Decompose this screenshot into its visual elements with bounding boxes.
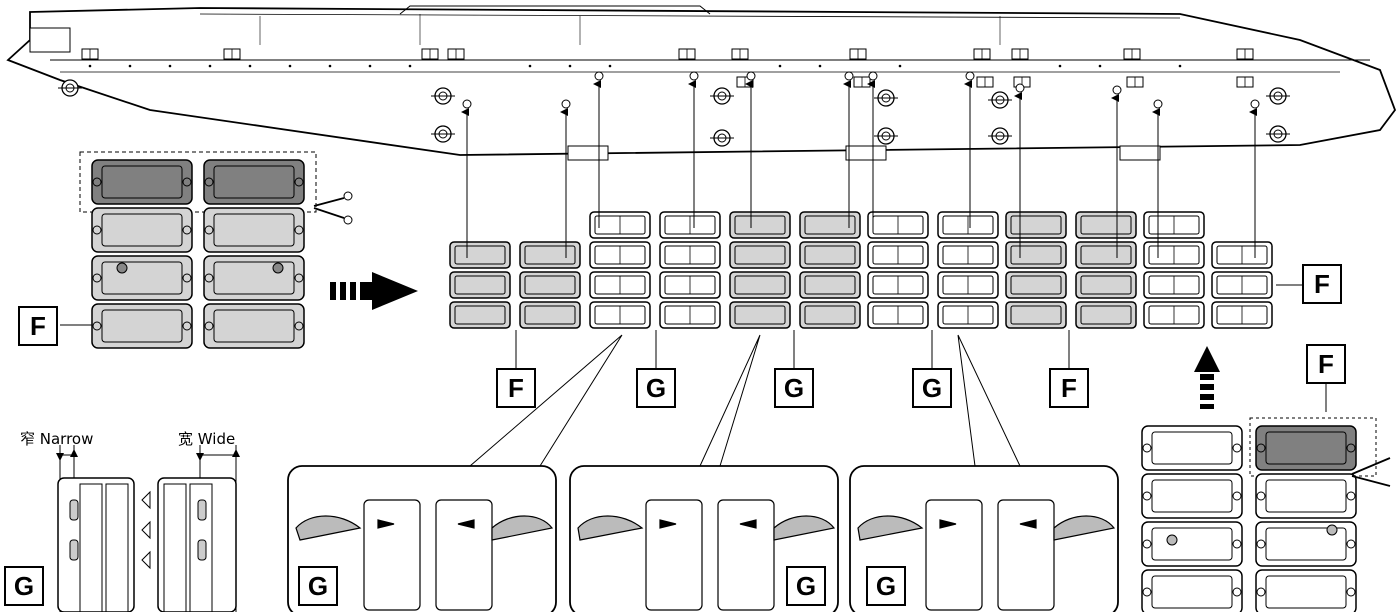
label-g-bottom-3: G — [912, 368, 952, 408]
label-f-bottom-1: F — [496, 368, 536, 408]
label-f-right: F — [1302, 264, 1342, 304]
label-f-left: F — [18, 306, 58, 346]
mounting-arrows — [461, 80, 1257, 258]
caption-narrow: 窄 Narrow — [20, 430, 94, 448]
label-g-bottom-1: G — [636, 368, 676, 408]
narrow-wide-view — [56, 445, 240, 612]
sprue-right — [1141, 417, 1391, 612]
label-g-detail-3: G — [866, 566, 906, 606]
dashed-arrow-up-icon — [1194, 346, 1220, 409]
caption-wide: 宽 Wide — [178, 430, 236, 448]
detail-contents — [295, 499, 1116, 611]
hull-side — [6, 5, 1397, 161]
label-f-bottom-2: F — [1049, 368, 1089, 408]
label-g-left: G — [4, 566, 44, 606]
dashed-arrow-right-icon — [330, 272, 418, 310]
label-f-top-right: F — [1306, 344, 1346, 384]
label-g-detail-2: G — [786, 566, 826, 606]
leader-lines — [469, 284, 1327, 467]
label-g-detail-1: G — [298, 566, 338, 606]
sprue-cutter-icon — [313, 191, 353, 225]
label-g-bottom-2: G — [774, 368, 814, 408]
sprue-left — [60, 151, 317, 349]
assembled-track — [449, 211, 1273, 329]
